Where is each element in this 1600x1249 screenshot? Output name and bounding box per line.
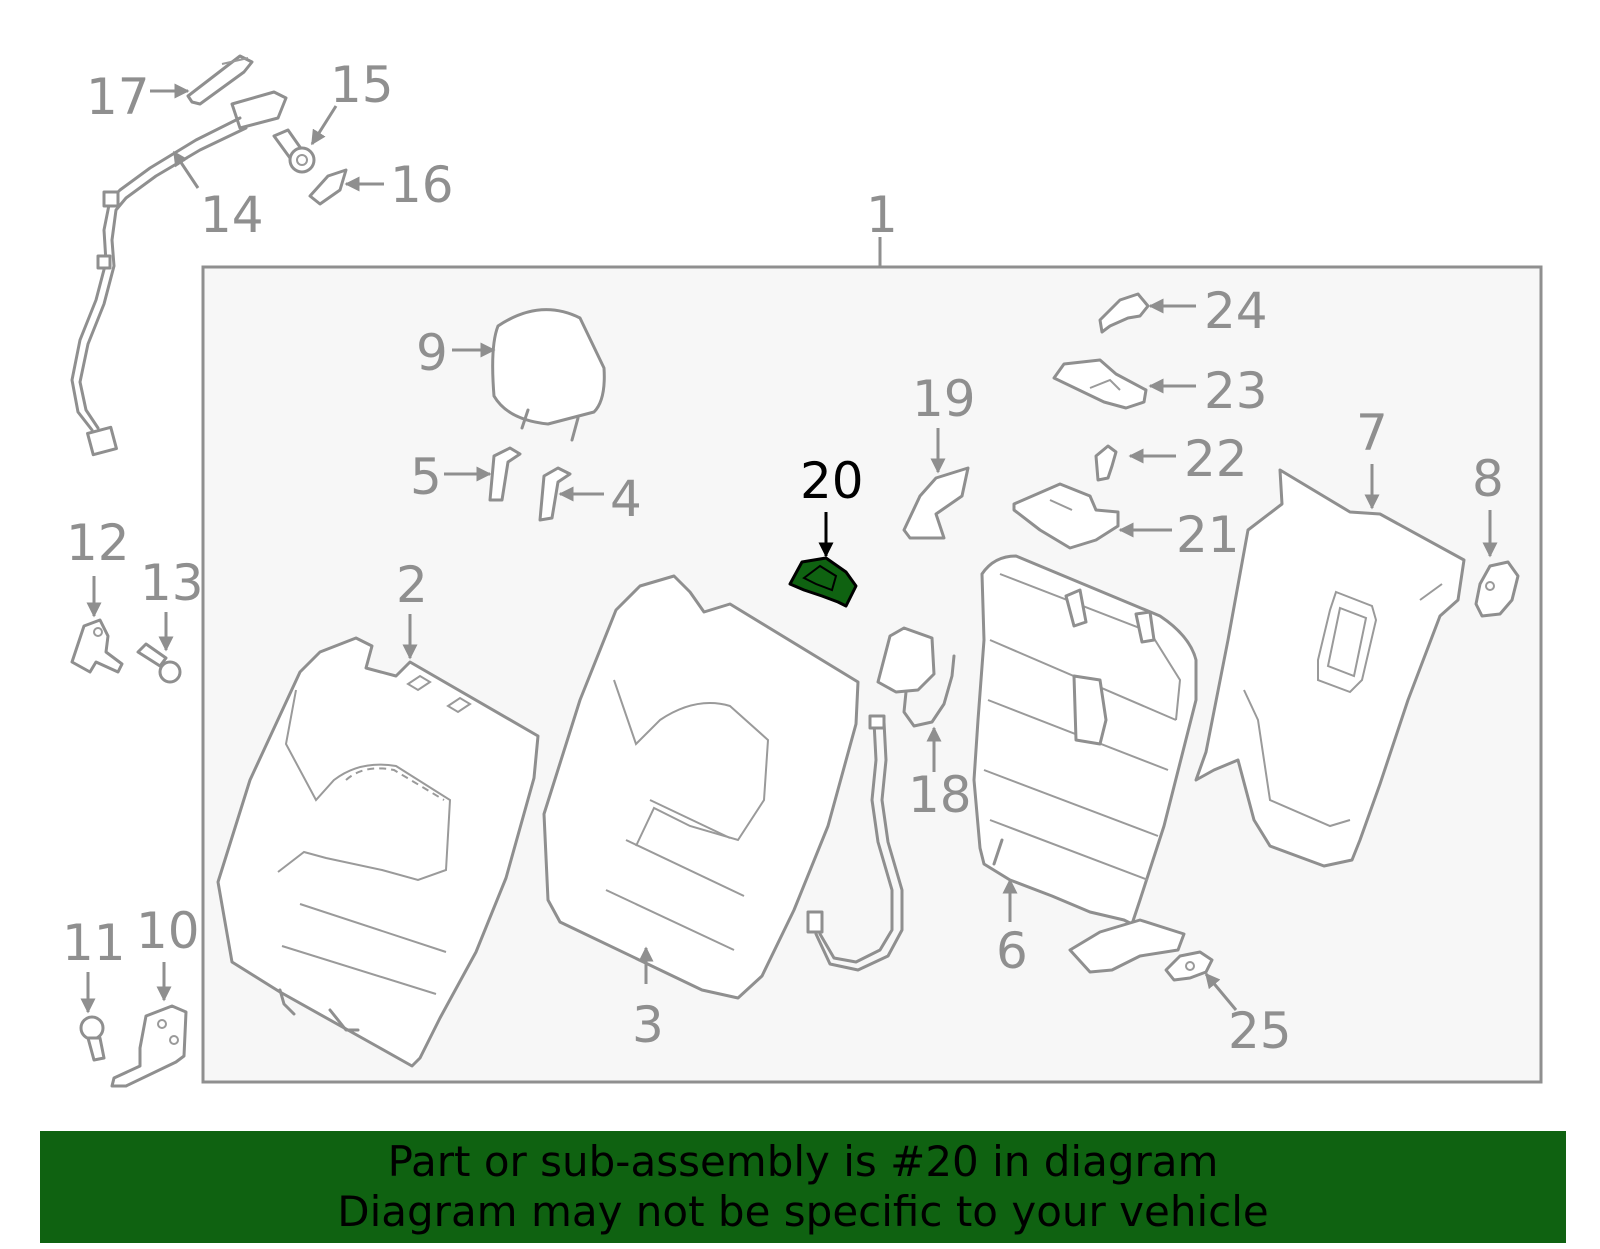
part-6-seatback-frame: [972, 554, 1198, 974]
part-23-bracket: [1052, 358, 1148, 410]
part-16-clip: [308, 168, 348, 206]
part-24-clip: [1098, 292, 1150, 334]
callout-14: 14: [200, 186, 264, 244]
part-18-harness: [806, 626, 956, 972]
callout-13: 13: [140, 554, 204, 612]
callout-8: 8: [1472, 450, 1504, 508]
callout-1: 1: [866, 186, 898, 244]
callout-15: 15: [330, 56, 394, 114]
part-5-guide: [488, 446, 522, 502]
callout-21: 21: [1176, 506, 1240, 564]
part-3-seatback-pad: [542, 574, 860, 1000]
callout-6: 6: [996, 922, 1028, 980]
callout-18: 18: [908, 766, 972, 824]
callout-22: 22: [1184, 430, 1248, 488]
part-10-hinge: [110, 1004, 188, 1088]
callout-5: 5: [410, 448, 442, 506]
callout-12: 12: [66, 514, 130, 572]
info-banner: Part or sub-assembly is #20 in diagram D…: [40, 1131, 1566, 1243]
callout-4: 4: [610, 470, 642, 528]
callout-2: 2: [396, 556, 428, 614]
callout-9: 9: [416, 324, 448, 382]
leader-line-15: [310, 105, 338, 146]
part-2-seatback-cover: [216, 636, 540, 1068]
callout-3: 3: [632, 996, 664, 1054]
callout-24: 24: [1204, 282, 1268, 340]
part-17-bracket: [186, 54, 254, 106]
callout-16: 16: [390, 156, 454, 214]
part-4-guide: [538, 466, 572, 522]
callout-7: 7: [1356, 404, 1388, 462]
leader-line-14: [172, 150, 200, 189]
callout-17: 17: [86, 68, 150, 126]
part-14-cable: [70, 90, 288, 457]
part-11-bolt: [79, 1015, 106, 1062]
callout-25: 25: [1228, 1002, 1292, 1060]
part-19-bracket: [902, 466, 970, 540]
part-15-bolt: [272, 128, 316, 174]
part-25-bracket: [1164, 950, 1214, 982]
callout-11: 11: [62, 914, 126, 972]
part-7-back-panel: [1194, 468, 1466, 868]
part-9-headrest: [491, 308, 606, 442]
part-22-clip: [1094, 444, 1118, 482]
part-13-bolt: [136, 642, 182, 684]
part-12-bracket: [70, 618, 124, 674]
part-20-highlighted: [788, 556, 858, 608]
banner-line-2: Diagram may not be specific to your vehi…: [337, 1187, 1269, 1236]
part-8-clip: [1474, 560, 1520, 618]
banner-line-1: Part or sub-assembly is #20 in diagram: [387, 1137, 1219, 1186]
leader-line-25: [1204, 972, 1238, 1011]
part-21-pad: [1012, 482, 1120, 550]
callout-20: 20: [800, 452, 864, 510]
callout-23: 23: [1204, 362, 1268, 420]
callout-19: 19: [912, 370, 976, 428]
callout-10: 10: [136, 902, 200, 960]
